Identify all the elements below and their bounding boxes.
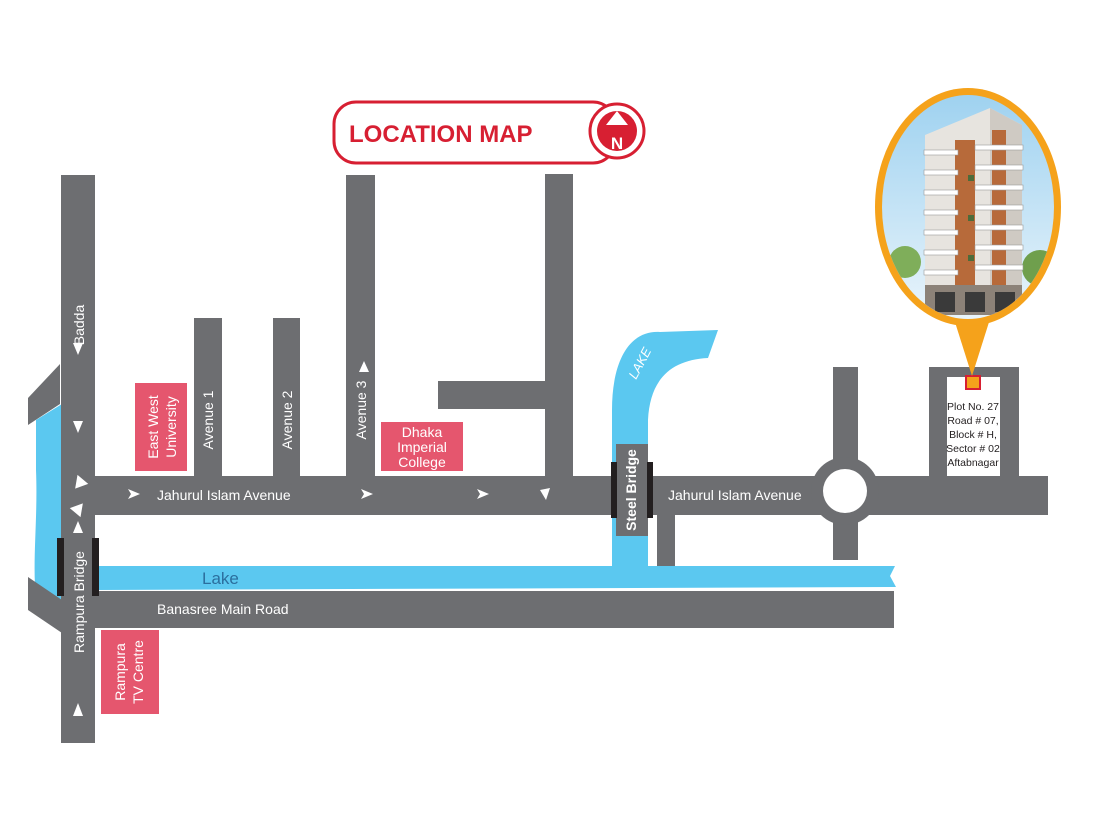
compass-north-arrow-icon [606, 111, 628, 125]
avenue-2-road [273, 318, 300, 478]
arrow-right-icon [477, 489, 489, 499]
arrow-down-icon [73, 421, 83, 433]
dhaka-imperial-college-box [381, 422, 463, 471]
avenue-2-label: Avenue 2 [279, 390, 295, 449]
arrow-up-icon [73, 521, 83, 533]
plot-info: Plot No. 27 Road # 07, Block # H, Sector… [946, 401, 1000, 469]
jahurul-islam-avenue-right-label: Jahurul Islam Avenue [668, 487, 802, 503]
banasree-main-road [61, 591, 894, 628]
jahurul-islam-avenue-left [61, 476, 616, 515]
avenue-1-label: Avenue 1 [200, 390, 216, 449]
roundabout-center [823, 469, 867, 513]
arrow-right-icon [128, 489, 140, 499]
plot-road [929, 367, 1019, 478]
south-spur-road [657, 510, 675, 566]
dhaka-imperial-label-3: College [398, 454, 446, 470]
jahurul-islam-avenue-left-label: Jahurul Islam Avenue [157, 487, 291, 503]
plot-line-3: Block # H, [949, 429, 997, 441]
avenue-3-label: Avenue 3 [353, 380, 369, 439]
east-west-university-label: East West [145, 395, 161, 459]
arrow-diag-icon [540, 488, 550, 500]
avenue-1-road [194, 318, 222, 478]
plot-line-1: Plot No. 27 [947, 401, 999, 413]
arrow-diag-icon [69, 503, 83, 518]
east-west-university-label-2: University [163, 396, 179, 457]
road-network [28, 174, 1048, 743]
rampura-tv-centre-box [101, 630, 159, 714]
banasree-main-road-label: Banasree Main Road [157, 601, 289, 617]
dhaka-imperial-label-2: Imperial [397, 439, 447, 455]
lake-horizontal [95, 566, 896, 590]
rampura-tv-label-1: Rampura [112, 643, 128, 701]
compass-icon [597, 111, 637, 151]
arrow-down-icon [73, 343, 83, 355]
plot-marker-icon [965, 375, 981, 390]
lake-left-river [34, 404, 62, 600]
title-badge: LOCATION MAP N [332, 100, 646, 165]
badda-rampura-road [61, 175, 95, 743]
arrow-right-icon [361, 489, 373, 499]
rampura-bridge-label: Rampura Bridge [71, 551, 87, 653]
steel-bridge [616, 444, 648, 536]
steel-bridge-rail-right [647, 462, 653, 518]
east-west-university-box [135, 383, 187, 471]
building-illustration-icon [883, 108, 1054, 315]
left-diagonal-upper [28, 364, 60, 425]
steel-bridge-rail-left [611, 462, 617, 518]
arrow-up-icon [73, 703, 83, 716]
lake-horizontal-label: Lake [202, 569, 239, 588]
steel-bridge-label: Steel Bridge [623, 449, 639, 531]
rampura-tv-label-2: TV Centre [130, 640, 146, 704]
branch-road [438, 381, 548, 409]
arrow-diag-icon [75, 474, 89, 489]
dhaka-imperial-label-1: Dhaka [402, 424, 443, 440]
plot-line-5: Aftabnagar [947, 457, 999, 469]
plot-line-4: Sector # 02 [946, 443, 1000, 455]
page-title: LOCATION MAP [349, 121, 533, 148]
badda-label: Badda [71, 305, 87, 346]
north-road-right [545, 174, 573, 478]
rampura-bridge [57, 538, 99, 596]
plot-line-2: Road # 07, [947, 415, 998, 427]
building-callout [875, 88, 1061, 376]
direction-arrows [69, 343, 550, 716]
arrow-up-icon [359, 361, 369, 372]
compass-letter: N [611, 134, 623, 153]
avenue-3-road [346, 175, 375, 478]
left-diagonal-lower [28, 577, 62, 633]
